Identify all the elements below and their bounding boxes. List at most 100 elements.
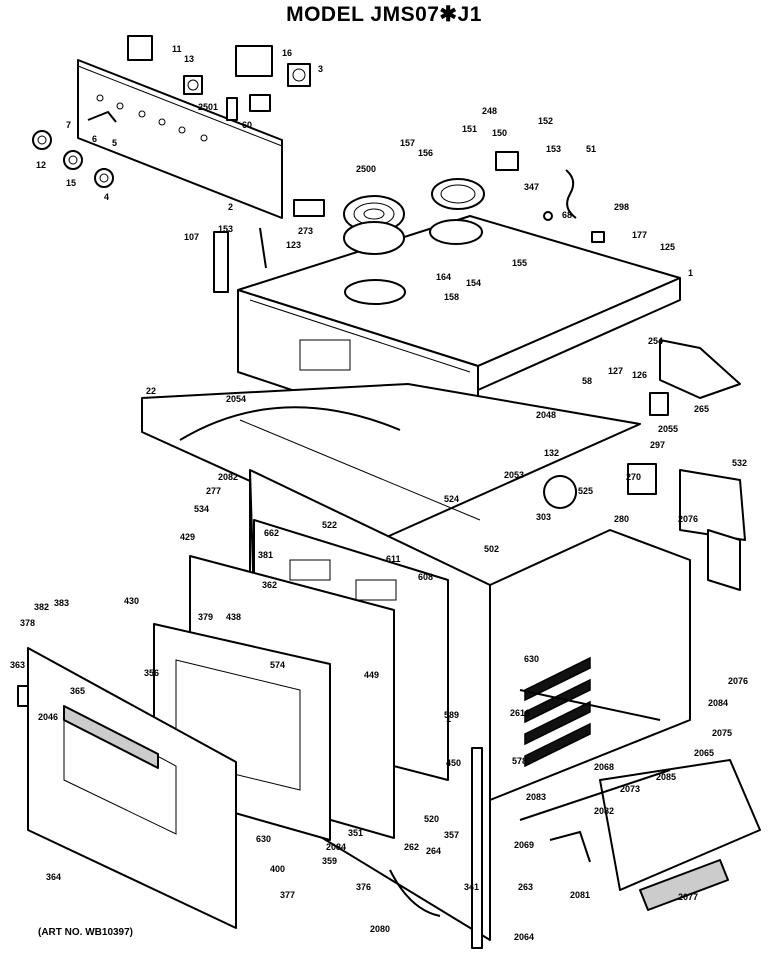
part-label: 2077 (678, 892, 698, 902)
part-label: 164 (436, 272, 451, 282)
part-label: 378 (20, 618, 35, 628)
part-label: 430 (124, 596, 139, 606)
part-label: 254 (648, 336, 663, 346)
part-label: 153 (546, 144, 561, 154)
bottom-parts (389, 747, 671, 949)
part-label: 4 (104, 192, 109, 202)
part-label: 347 (524, 182, 539, 192)
part-label: 2046 (38, 712, 58, 722)
surface-units (343, 178, 485, 305)
part-label: 270 (626, 472, 641, 482)
part-label: 6 (92, 134, 97, 144)
part-label: 382 (34, 602, 49, 612)
part-label: 157 (400, 138, 415, 148)
part-label: 2501 (198, 102, 218, 112)
part-label: 265 (694, 404, 709, 414)
part-label: 151 (462, 124, 477, 134)
part-label: 2076 (678, 514, 698, 524)
part-label: 377 (280, 890, 295, 900)
part-label: 356 (144, 668, 159, 678)
part-label: 2076 (728, 676, 748, 686)
part-label: 359 (322, 856, 337, 866)
part-label: 2053 (504, 470, 524, 480)
part-label: 381 (258, 550, 273, 560)
control-panel (77, 59, 283, 219)
part-label: 449 (364, 670, 379, 680)
part-label: 379 (198, 612, 213, 622)
part-label: 2084 (326, 842, 346, 852)
part-label: 525 (578, 486, 593, 496)
part-label: 248 (482, 106, 497, 116)
part-label: 2069 (514, 840, 534, 850)
right-side-parts (543, 339, 761, 911)
part-label: 363 (10, 660, 25, 670)
part-label: 2080 (370, 924, 390, 934)
part-label: 574 (270, 660, 285, 670)
part-label: 2616 (510, 708, 530, 718)
part-label: 2082 (594, 806, 614, 816)
part-label: 2075 (712, 728, 732, 738)
part-label: 12 (36, 160, 46, 170)
part-label: 2055 (658, 424, 678, 434)
part-label: 2082 (218, 472, 238, 482)
part-label: 351 (348, 828, 363, 838)
part-label: 365 (70, 686, 85, 696)
part-label: 127 (608, 366, 623, 376)
part-label: 357 (444, 830, 459, 840)
oven-door (17, 647, 237, 929)
part-label: 263 (518, 882, 533, 892)
part-label: 364 (46, 872, 61, 882)
part-label: 341 (464, 882, 479, 892)
part-label: 522 (322, 520, 337, 530)
part-label: 502 (484, 544, 499, 554)
diagram-title: MODEL JMS07✱J1 (286, 3, 482, 26)
part-label: 534 (194, 504, 209, 514)
part-label: 524 (444, 494, 459, 504)
part-label: 608 (418, 572, 433, 582)
part-label: 126 (632, 370, 647, 380)
part-label: 630 (256, 834, 271, 844)
part-label: 3 (318, 64, 323, 74)
part-label: 2084 (708, 698, 728, 708)
part-label: 156 (418, 148, 433, 158)
part-label: 125 (660, 242, 675, 252)
art-number: (ART NO. WB10397) (38, 927, 134, 938)
part-label: 264 (426, 846, 441, 856)
part-label: 158 (444, 292, 459, 302)
part-label: 273 (298, 226, 313, 236)
part-label: 450 (446, 758, 461, 768)
part-label: 155 (512, 258, 527, 268)
part-label: 60 (242, 120, 252, 130)
switch-parts (87, 35, 311, 123)
part-label: 630 (524, 654, 539, 664)
part-label: 362 (262, 580, 277, 590)
part-label: 153 (218, 224, 233, 234)
part-label: 262 (404, 842, 419, 852)
part-label: 13 (184, 54, 194, 64)
part-label: 589 (444, 710, 459, 720)
part-label: 2048 (536, 410, 556, 420)
part-label: 578 (512, 756, 527, 766)
part-label: 177 (632, 230, 647, 240)
part-label: 383 (54, 598, 69, 608)
part-label: 132 (544, 448, 559, 458)
part-label: 611 (386, 554, 401, 564)
part-label: 107 (184, 232, 199, 242)
part-label: 2500 (356, 164, 376, 174)
part-label: 303 (536, 512, 551, 522)
heater-panel (519, 656, 661, 768)
part-label: 662 (264, 528, 279, 538)
part-label: 2054 (226, 394, 246, 404)
part-label: 150 (492, 128, 507, 138)
part-label: 2068 (594, 762, 614, 772)
cooktop-small-parts (213, 151, 605, 293)
part-label: 438 (226, 612, 241, 622)
control-knobs (32, 130, 114, 188)
part-label: 7 (66, 120, 71, 130)
part-label: 2085 (656, 772, 676, 782)
part-label: 11 (172, 44, 182, 54)
part-label: 376 (356, 882, 371, 892)
part-label: 68 (562, 210, 572, 220)
part-label: 298 (614, 202, 629, 212)
part-label: 58 (582, 376, 592, 386)
